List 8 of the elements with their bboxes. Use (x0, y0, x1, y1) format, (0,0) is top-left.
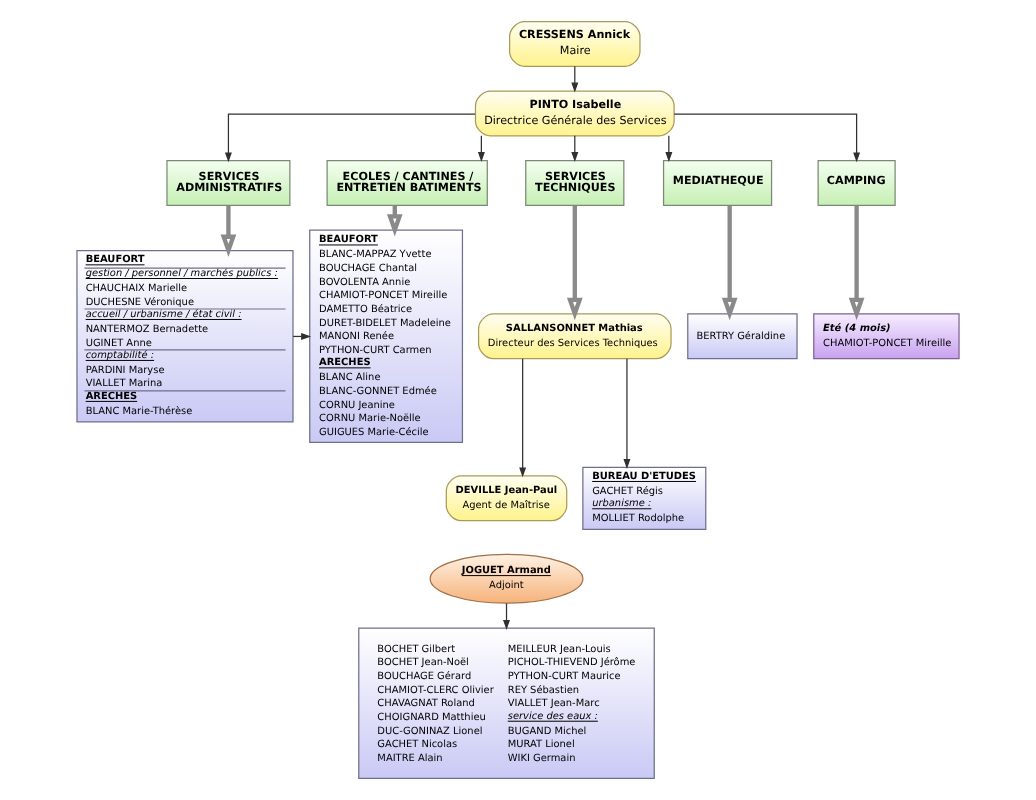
arrow (721, 205, 738, 321)
arrow (566, 205, 583, 321)
arrow (673, 113, 861, 163)
arrow (224, 113, 476, 163)
arrow (220, 205, 237, 257)
arrow (848, 205, 865, 321)
arrow (519, 358, 527, 478)
arrow (623, 358, 631, 469)
